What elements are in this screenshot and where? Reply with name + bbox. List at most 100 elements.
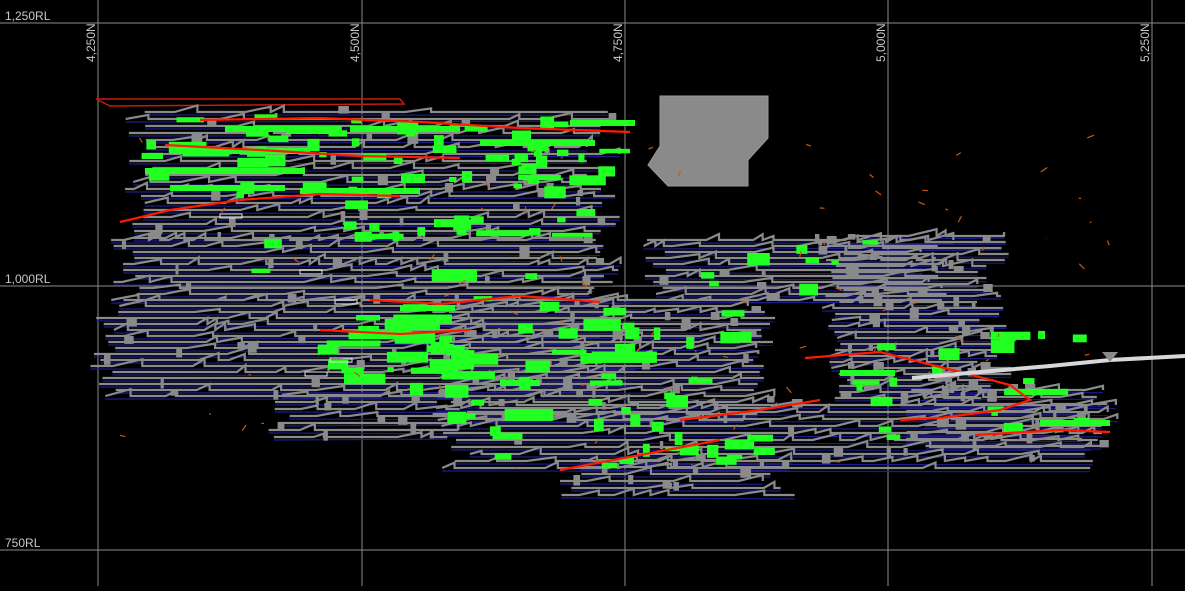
stope (536, 156, 547, 168)
stope (544, 186, 566, 198)
crosscut (711, 312, 720, 320)
crosscut (176, 264, 179, 275)
crosscut (342, 396, 349, 404)
stope (720, 332, 740, 343)
crosscut (910, 308, 919, 319)
stope (344, 373, 385, 384)
stope (602, 373, 617, 379)
crosscut (211, 190, 220, 201)
crosscut (278, 424, 285, 431)
stope-band (570, 120, 635, 126)
crosscut (981, 332, 990, 338)
stope (525, 273, 537, 279)
crosscut (124, 336, 134, 344)
stope (512, 159, 521, 165)
crosscut (313, 324, 317, 331)
crosscut (673, 461, 678, 469)
rl-label: 1,000RL (5, 272, 51, 286)
stope (264, 239, 282, 249)
stope (540, 302, 560, 312)
crosscut (901, 392, 909, 403)
stope (652, 422, 664, 432)
stope (448, 412, 467, 424)
crosscut (740, 468, 751, 478)
stope (877, 343, 895, 350)
crosscut (983, 236, 991, 243)
stope (615, 344, 635, 354)
stope (529, 228, 540, 236)
stope (518, 175, 561, 180)
stope (434, 135, 444, 145)
drive-line (837, 341, 1002, 342)
stope (557, 217, 565, 222)
stope (709, 281, 719, 287)
drill-line (922, 190, 928, 191)
stope (528, 179, 539, 184)
stope (146, 140, 156, 149)
crosscut (592, 390, 595, 398)
stope (462, 171, 472, 182)
stope (747, 253, 770, 266)
stope (557, 150, 568, 157)
crosscut (904, 448, 908, 456)
crosscut (298, 336, 305, 343)
crosscut (485, 276, 490, 283)
crosscut (598, 218, 606, 225)
stope (385, 319, 440, 330)
stope-band (840, 370, 895, 376)
stope-band (170, 185, 285, 191)
stope (471, 216, 484, 224)
crosscut (596, 258, 604, 264)
drive-line (645, 279, 938, 280)
stope (594, 419, 604, 432)
crosscut (885, 302, 893, 310)
rl-label: 750RL (5, 536, 41, 550)
drill-line (696, 350, 697, 352)
crosscut (673, 384, 680, 393)
drive-line (906, 442, 1082, 443)
stope (598, 166, 615, 176)
stope (675, 432, 683, 445)
crosscut (991, 391, 996, 399)
crosscut (430, 431, 434, 438)
stope (476, 230, 529, 236)
crosscut (665, 312, 671, 320)
crosscut (660, 276, 669, 285)
stope (352, 138, 360, 146)
drive-line (290, 419, 461, 420)
crosscut (983, 284, 992, 292)
stope (754, 450, 762, 454)
stope (387, 352, 428, 363)
stope-band (500, 380, 540, 386)
crosscut (360, 211, 368, 220)
stope (747, 435, 773, 442)
stope (433, 145, 457, 153)
drill-line (1090, 222, 1091, 224)
crosscut (1100, 440, 1109, 447)
stope (576, 209, 595, 216)
crosscut (841, 392, 852, 398)
stope (578, 154, 584, 163)
crosscut (950, 384, 955, 391)
drill-line (525, 206, 526, 212)
rl-label: 1,250RL (5, 9, 51, 23)
stope-band (400, 305, 455, 311)
stope (602, 463, 617, 469)
crosscut (782, 461, 789, 467)
crosscut (378, 176, 388, 185)
stope (431, 342, 450, 354)
stope (518, 166, 536, 174)
drive-line (923, 399, 1097, 400)
stope (471, 400, 484, 406)
crosscut (834, 448, 843, 457)
stope (432, 269, 477, 282)
crosscut (869, 344, 873, 351)
crosscut (563, 378, 572, 389)
stope (589, 399, 603, 406)
crosscut (613, 330, 623, 340)
stope (237, 158, 268, 167)
crosscut (660, 441, 663, 449)
stope (552, 350, 587, 355)
drill-line (1085, 354, 1089, 355)
